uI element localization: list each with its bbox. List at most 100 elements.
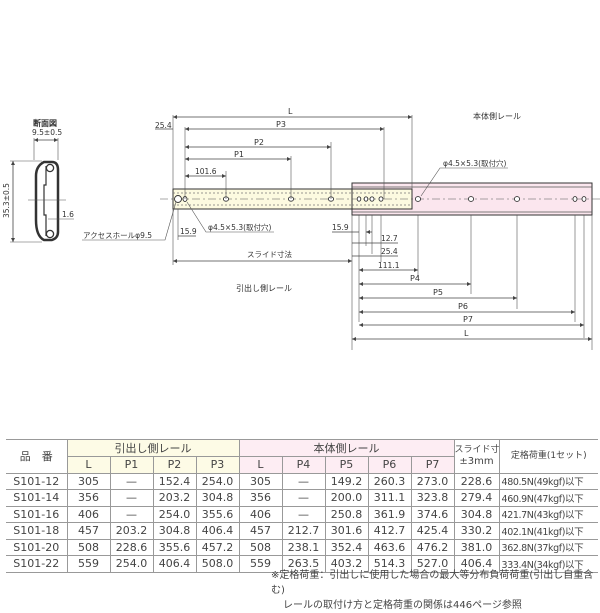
body-rail-label: 本体側レール bbox=[473, 111, 521, 121]
cell-load: 362.8N(37kgf)以下 bbox=[498, 538, 599, 556]
cell-P2: 406.4 bbox=[152, 555, 197, 573]
section-height-dim: 35.3±0.5 bbox=[2, 183, 11, 218]
note-rated-load: ※定格荷重：引出しに使用した場合の最大等分布負荷荷重(引出し自重含む) bbox=[271, 570, 594, 596]
cell-P7: 425.4 bbox=[410, 522, 455, 540]
cell-P4: 212.7 bbox=[281, 522, 326, 540]
cell-bL: 356 bbox=[238, 489, 283, 507]
cell-P5: 200.0 bbox=[324, 489, 369, 507]
header-P4: P4 bbox=[281, 456, 326, 474]
header-body-rail: 本体側レール bbox=[238, 439, 455, 457]
drawer-P3-label: P3 bbox=[276, 120, 286, 129]
cell-part: S101-12 bbox=[6, 472, 68, 490]
cell-load: 333.4N(34kgf)以下 bbox=[498, 555, 599, 573]
cell-P4: — bbox=[281, 505, 326, 523]
cell-load: 421.7N(43kgf)以下 bbox=[498, 505, 599, 523]
drawer-pitch-label: 101.6 bbox=[195, 167, 217, 176]
cell-P4: 238.1 bbox=[281, 538, 326, 556]
cell-P3: 254.0 bbox=[195, 472, 240, 490]
body-L-label: L bbox=[464, 329, 469, 338]
cell-bL: 406 bbox=[238, 505, 283, 523]
cell-part: S101-16 bbox=[6, 505, 68, 523]
body-dim-12-7: 12.7 bbox=[381, 234, 398, 243]
cell-P3: 457.2 bbox=[195, 538, 240, 556]
cell-P6: 311.1 bbox=[367, 489, 412, 507]
cell-dL: 406 bbox=[66, 505, 111, 523]
cell-P5: 250.8 bbox=[324, 505, 369, 523]
drawer-end-offset: 15.9 bbox=[180, 227, 197, 236]
slide-dimension-label: スライド寸法 bbox=[247, 249, 292, 259]
cell-P5: 403.2 bbox=[324, 555, 369, 573]
header-P1: P1 bbox=[109, 456, 154, 474]
cell-P7: 323.8 bbox=[410, 489, 455, 507]
cell-P5: 352.4 bbox=[324, 538, 369, 556]
body-dim-111-1: 111.1 bbox=[378, 261, 400, 270]
cell-slide: 330.2 bbox=[453, 522, 500, 540]
body-dim-15-9: 15.9 bbox=[332, 223, 349, 232]
cell-slide: 228.6 bbox=[453, 472, 500, 490]
cell-part: S101-18 bbox=[6, 522, 68, 540]
cell-P5: 149.2 bbox=[324, 472, 369, 490]
cell-P3: 508.0 bbox=[195, 555, 240, 573]
header-P5: P5 bbox=[324, 456, 369, 474]
access-hole-label: アクセスホールφ9.5 bbox=[83, 231, 152, 240]
cell-slide: 381.0 bbox=[453, 538, 500, 556]
header-P2: P2 bbox=[152, 456, 197, 474]
section-web-dim: 1.6 bbox=[62, 210, 74, 219]
body-P7-label: P7 bbox=[463, 315, 473, 324]
header-P3: P3 bbox=[195, 456, 240, 474]
cell-P7: 273.0 bbox=[410, 472, 455, 490]
section-title: 断面図 bbox=[33, 118, 57, 128]
spec-table: 品 番 引出し側レール 本体側レール スライド寸法±3mm 定格荷重(1セット)… bbox=[6, 439, 599, 573]
cell-P3: 304.8 bbox=[195, 489, 240, 507]
cell-part: S101-14 bbox=[6, 489, 68, 507]
cell-P1: 228.6 bbox=[109, 538, 154, 556]
cross-section: 断面図 9.5±0.5 35.3±0.5 1.6 bbox=[2, 118, 74, 243]
cell-dL: 559 bbox=[66, 555, 111, 573]
cell-P6: 412.7 bbox=[367, 522, 412, 540]
header-slide-label: スライド寸法 bbox=[454, 445, 500, 456]
cell-P1: 203.2 bbox=[109, 522, 154, 540]
cell-P1: — bbox=[109, 472, 154, 490]
section-width-dim: 9.5±0.5 bbox=[32, 128, 62, 137]
header-P6: P6 bbox=[367, 456, 412, 474]
header-body-L: L bbox=[238, 456, 283, 474]
drawer-L-label: L bbox=[288, 107, 293, 116]
rail-profile bbox=[34, 160, 60, 242]
cell-P2: 254.0 bbox=[152, 505, 197, 523]
cell-dL: 356 bbox=[66, 489, 111, 507]
cell-P2: 304.8 bbox=[152, 522, 197, 540]
cell-P2: 355.6 bbox=[152, 538, 197, 556]
note-mounting: レールの取付け方と定格荷重の関係は446ページ参照 bbox=[283, 600, 522, 611]
header-load: 定格荷重(1セット) bbox=[498, 439, 599, 474]
notes: ※定格荷重：引出しに使用した場合の最大等分布負荷荷重(引出し自重含む) レールの… bbox=[271, 568, 600, 613]
cell-P1: — bbox=[109, 489, 154, 507]
cell-load: 480.5N(49kgf)以下 bbox=[498, 472, 599, 490]
cell-dL: 305 bbox=[66, 472, 111, 490]
cell-P7: 527.0 bbox=[410, 555, 455, 573]
header-slide-tol: ±3mm bbox=[459, 456, 494, 468]
cell-P7: 374.6 bbox=[410, 505, 455, 523]
drawer-rail-label: 引出し側レール bbox=[236, 283, 292, 293]
header-slide: スライド寸法±3mm bbox=[453, 439, 500, 474]
cell-bL: 508 bbox=[238, 538, 283, 556]
drawer-P1-label: P1 bbox=[234, 150, 244, 159]
cell-dL: 508 bbox=[66, 538, 111, 556]
body-mount-hole-label: φ4.5×5.3(取付穴) bbox=[443, 158, 507, 168]
body-P4-label: P4 bbox=[410, 274, 420, 283]
drawer-rail-bottom-dims: 15.9 アクセスホールφ9.5 φ4.5×5.3(取付穴) スライド寸法 引出… bbox=[82, 201, 353, 350]
cell-P3: 355.6 bbox=[195, 505, 240, 523]
cell-bL: 457 bbox=[238, 522, 283, 540]
cell-P1: 254.0 bbox=[109, 555, 154, 573]
cell-bL: 559 bbox=[238, 555, 283, 573]
drawer-rail-dimensions: L 25.4 P3 P2 P1 101.6 bbox=[155, 107, 413, 199]
cell-P3: 406.4 bbox=[195, 522, 240, 540]
header-part-no: 品 番 bbox=[6, 439, 68, 474]
cell-P4: — bbox=[281, 489, 326, 507]
cell-part: S101-22 bbox=[6, 555, 68, 573]
cell-P4: — bbox=[281, 472, 326, 490]
cell-P2: 152.4 bbox=[152, 472, 197, 490]
cell-slide: 279.4 bbox=[453, 489, 500, 507]
